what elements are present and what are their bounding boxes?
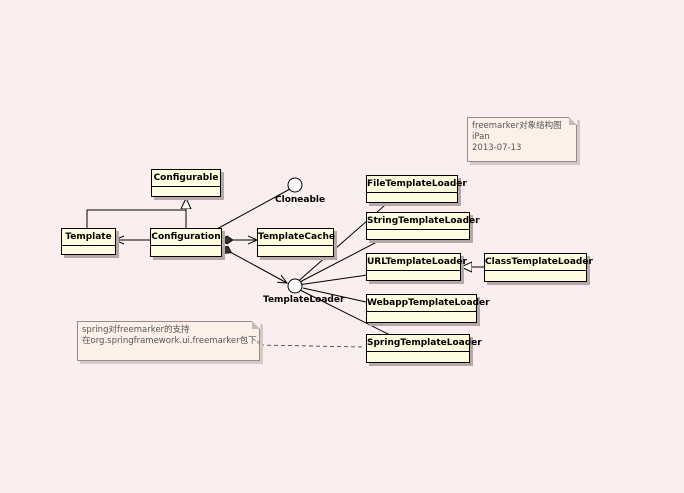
class-name: URLTemplateLoader bbox=[367, 254, 467, 271]
realization-webapp-loader bbox=[302, 287, 367, 303]
class-template: Template bbox=[61, 228, 116, 255]
note-author-line: iPan bbox=[472, 132, 490, 142]
class-configurable: Configurable bbox=[151, 169, 221, 197]
class-name: ClassTemplateLoader bbox=[485, 254, 593, 271]
class-springtemplateloader: SpringTemplateLoader bbox=[366, 334, 482, 363]
class-classtemplateloader: ClassTemplateLoader bbox=[484, 253, 593, 282]
realization-spring-loader bbox=[299, 289, 393, 337]
note-title-line: freemarker对象结构图 bbox=[472, 121, 562, 131]
note-date-line: 2013-07-13 bbox=[472, 143, 522, 153]
class-name: Template bbox=[62, 229, 115, 246]
class-name: TemplateCache bbox=[258, 229, 335, 246]
note-spring-line1: spring对freemarker的支持 bbox=[82, 325, 190, 335]
note-fold-icon bbox=[569, 117, 577, 125]
templateloader-interface-icon bbox=[287, 278, 303, 294]
note-spring-line2: 在org.springframework.ui.freemarker包下。 bbox=[82, 336, 266, 346]
realization-configuration-cloneable bbox=[214, 188, 291, 231]
aggregation-configuration-templateloader bbox=[221, 247, 287, 283]
note-diagram-title: freemarker对象结构图 iPan 2013-07-13 bbox=[467, 117, 577, 162]
class-name: FileTemplateLoader bbox=[367, 176, 467, 193]
class-stringtemplateloader: StringTemplateLoader bbox=[366, 212, 480, 240]
class-name: Configuration bbox=[151, 229, 221, 246]
realization-file-loader bbox=[294, 191, 401, 285]
class-configuration: Configuration bbox=[150, 228, 222, 257]
class-urltemplateloader: URLTemplateLoader bbox=[366, 253, 467, 281]
class-filetemplateloader: FileTemplateLoader bbox=[366, 175, 467, 203]
class-name: WebappTemplateLoader bbox=[367, 295, 490, 312]
class-name: Configurable bbox=[152, 170, 220, 187]
generalization-template-configurable bbox=[86, 209, 186, 228]
class-name: StringTemplateLoader bbox=[367, 213, 480, 230]
class-templatecache: TemplateCache bbox=[257, 228, 335, 257]
class-name: SpringTemplateLoader bbox=[367, 335, 482, 352]
note-fold-icon bbox=[252, 321, 260, 329]
class-webapptemplateloader: WebappTemplateLoader bbox=[366, 294, 490, 323]
interface-label-templateloader: TemplateLoader bbox=[263, 295, 345, 305]
cloneable-interface-icon bbox=[287, 177, 303, 193]
interface-label-cloneable: Cloneable bbox=[275, 195, 326, 205]
note-anchor-spring bbox=[259, 344, 363, 348]
note-spring-support: spring对freemarker的支持 在org.springframewor… bbox=[77, 321, 266, 361]
